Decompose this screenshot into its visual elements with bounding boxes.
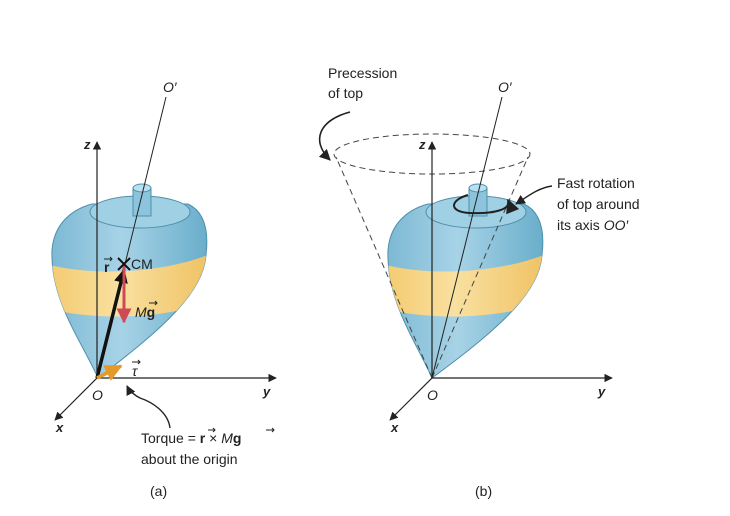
torque-vector <box>96 364 123 381</box>
svg-text:its axis OO′: its axis OO′ <box>557 217 629 233</box>
mg-label: Mg <box>135 300 158 320</box>
tau-label: τ <box>132 359 141 379</box>
axis-top-label-a: O′ <box>163 79 178 95</box>
r-vector <box>95 268 128 379</box>
svg-text:r: r <box>104 259 110 275</box>
cm-label: CM <box>131 256 153 272</box>
svg-text:of top around: of top around <box>557 196 640 212</box>
cone-edge-right <box>431 156 529 379</box>
svg-text:Precession: Precession <box>328 65 397 81</box>
torque-caption: Torque = r × Mg about the origin <box>141 427 275 467</box>
axis-y-label-a: y <box>262 384 271 399</box>
rotation-label: Fast rotation of top around its axis OO′ <box>557 175 640 233</box>
caption-b: (b) <box>475 483 492 499</box>
r-label: r <box>104 256 113 275</box>
svg-text:τ: τ <box>132 363 138 379</box>
x-axis-a <box>54 377 98 421</box>
spinning-top-a <box>51 183 208 379</box>
axis-z-label-a: z <box>83 137 91 152</box>
panel-a: z y x O O′ CM r Mg τ Torque = r × Mg abo… <box>51 79 277 499</box>
svg-text:of top: of top <box>328 85 363 101</box>
rotation-loop <box>453 194 520 215</box>
torque-pointer <box>126 385 171 429</box>
precession-arrow <box>318 111 351 161</box>
svg-text:about the origin: about the origin <box>141 451 238 467</box>
axis-x-label-b: x <box>390 420 399 435</box>
svg-text:Fast rotation: Fast rotation <box>557 175 635 191</box>
panel-b: z y x O O′ Precession of top Fast rotati… <box>318 65 640 499</box>
svg-text:Mg: Mg <box>135 304 155 320</box>
cone-edge-left <box>335 156 433 379</box>
x-axis-b <box>389 377 433 421</box>
rotation-pointer <box>515 185 553 205</box>
axis-top-label-b: O′ <box>498 79 513 95</box>
origin-label-b: O <box>427 387 438 403</box>
caption-a: (a) <box>150 483 167 499</box>
axis-x-label-a: x <box>55 420 64 435</box>
svg-text:Torque = r × Mg: Torque = r × Mg <box>141 430 241 446</box>
symmetry-axis-b <box>431 96 503 379</box>
axis-z-label-b: z <box>418 137 426 152</box>
axis-y-label-b: y <box>597 384 606 399</box>
cm-marker <box>117 257 131 271</box>
origin-label-a: O <box>92 387 103 403</box>
precession-label: Precession of top <box>328 65 397 101</box>
